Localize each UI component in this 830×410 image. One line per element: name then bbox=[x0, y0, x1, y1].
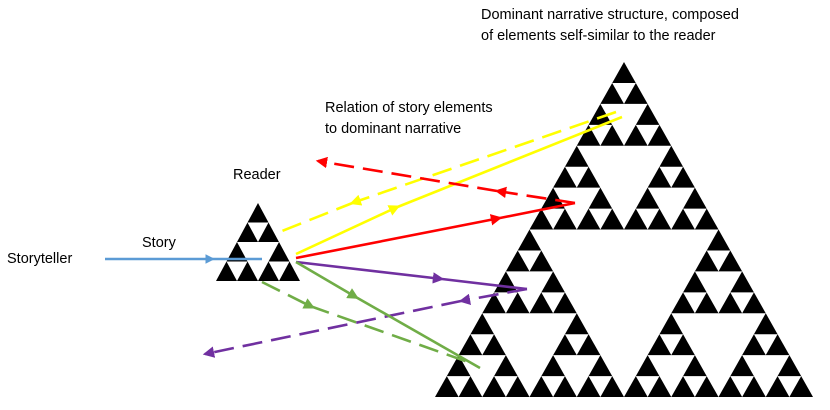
red-solid-segment-1 bbox=[295, 214, 503, 260]
green-dashed-segment-1 bbox=[261, 280, 316, 309]
red-dashed-segment-2 bbox=[315, 156, 498, 193]
purple-solid-segment-1 bbox=[295, 260, 445, 284]
reader-label: Reader bbox=[233, 167, 281, 183]
green-dashed-segment-2 bbox=[309, 304, 469, 364]
dominant-narrative-fractal bbox=[435, 62, 813, 397]
purple-solid-segment-2 bbox=[441, 277, 528, 291]
yellow-dashed-segment-1 bbox=[349, 110, 617, 206]
red-solid-segment-2 bbox=[499, 201, 576, 220]
reader-fractal bbox=[216, 203, 300, 281]
green-solid-segment-2 bbox=[353, 294, 481, 370]
relation-line-1: Relation of story elements bbox=[325, 100, 493, 116]
storyteller-label: Storyteller bbox=[7, 251, 73, 267]
yellow-dashed-segment-2 bbox=[281, 200, 356, 233]
purple-dashed-segment-2 bbox=[202, 299, 462, 358]
yellow-solid-segment-2 bbox=[394, 115, 623, 210]
story-label: Story bbox=[142, 235, 176, 251]
red-dashed-segment-1 bbox=[494, 186, 576, 205]
green-solid-segment-1 bbox=[295, 260, 359, 299]
purple-dashed-segment-1 bbox=[458, 287, 528, 305]
title-line-2: of elements self-similar to the reader bbox=[481, 28, 716, 44]
yellow-solid-segment-1 bbox=[295, 205, 401, 256]
title-line-1: Dominant narrative structure, composed bbox=[481, 7, 739, 23]
relation-line-2: to dominant narrative bbox=[325, 121, 462, 137]
